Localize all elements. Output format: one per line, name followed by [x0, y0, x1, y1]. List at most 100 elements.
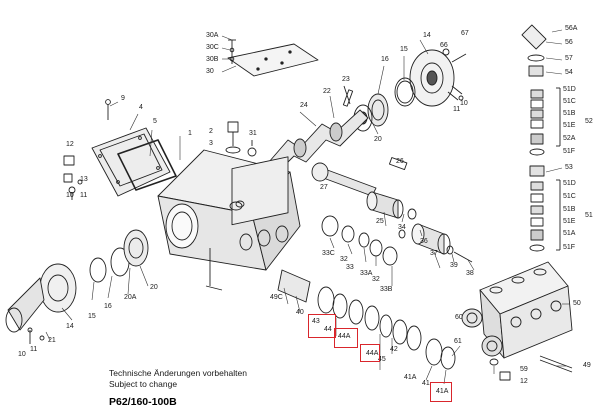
callout-31: 31 [249, 130, 257, 137]
callout-38: 38 [466, 270, 474, 277]
notice-german: Technische Änderungen vorbehalten [109, 368, 247, 378]
cover-plate-drawing [227, 39, 319, 77]
oil-fill-parts-drawing [225, 121, 257, 211]
callout-27: 27 [320, 184, 328, 191]
callout-26: 26 [396, 158, 404, 165]
valve-stack-drawing [521, 24, 561, 252]
callout-32-b: 32 [372, 276, 380, 283]
callout-11-top: 11 [453, 106, 461, 113]
callout-23: 23 [342, 76, 350, 83]
bearing-flange-drawing [394, 48, 467, 107]
callout-9: 9 [121, 95, 125, 102]
callout-67: 67 [461, 30, 469, 37]
plunger-drawing [398, 223, 473, 263]
callout-16-top: 16 [381, 56, 389, 63]
callout-53: 53 [565, 164, 573, 171]
callout-24: 24 [300, 102, 308, 109]
callout-30B: 30B [206, 56, 219, 63]
pump-head-drawing [461, 261, 573, 381]
callout-10-top: 10 [460, 100, 468, 107]
callout-33A: 33A [360, 270, 373, 277]
callout-60: 60 [455, 314, 463, 321]
callout-11-bot: 11 [30, 346, 38, 353]
callout-4: 4 [139, 104, 143, 111]
callout-36: 36 [420, 238, 428, 245]
callout-13: 13 [80, 176, 88, 183]
callout-44A-b: 44A [366, 350, 379, 357]
highlight-box-44A-2 [360, 344, 380, 362]
callout-56A: 56A [565, 25, 578, 32]
callout-3: 3 [209, 140, 213, 147]
connecting-rod-drawing [311, 157, 408, 197]
callout-2: 2 [209, 128, 213, 135]
callout-51B-top: 51B [563, 110, 576, 117]
callout-44A-a: 44A [338, 333, 351, 340]
callout-51C-top: 51C [563, 98, 576, 105]
callout-10-left: 10 [66, 192, 74, 199]
callout-45: 45 [378, 356, 386, 363]
callout-12-left: 12 [66, 141, 74, 148]
callout-30: 30 [206, 68, 214, 75]
callout-49: 49 [583, 362, 591, 369]
callout-33B: 33B [380, 286, 393, 293]
callout-22: 22 [323, 88, 331, 95]
leader-lines [45, 29, 570, 385]
callout-43: 43 [312, 318, 320, 325]
callout-20: 20 [374, 136, 382, 143]
callout-11-left: 11 [80, 192, 88, 199]
callout-51E-bot: 51E [563, 218, 576, 225]
callout-5: 5 [153, 118, 157, 125]
callout-51D-top: 51D [563, 86, 576, 93]
callout-51E-top: 51E [563, 122, 576, 129]
crankcase-drawing [157, 149, 301, 291]
callout-14-bot: 14 [66, 323, 74, 330]
left-small-parts-drawing [63, 155, 83, 200]
callout-40: 40 [296, 309, 304, 316]
callout-42: 42 [390, 346, 398, 353]
callout-32-a: 32 [340, 256, 348, 263]
callout-49C: 49C [270, 294, 283, 301]
callout-16-bot: 16 [104, 303, 112, 310]
callout-1: 1 [188, 130, 192, 137]
callout-52A: 52A [563, 135, 576, 142]
callout-20-left: 20 [150, 284, 158, 291]
callout-34: 34 [398, 224, 406, 231]
crosshead-drawing [366, 191, 417, 220]
callout-41A-a: 41A [404, 374, 417, 381]
callout-57: 57 [565, 55, 573, 62]
highlight-box-44A [334, 328, 358, 348]
callout-50: 50 [573, 300, 581, 307]
callout-30C: 30C [206, 44, 219, 51]
highlight-box-43-44 [308, 314, 336, 338]
callout-10-bot: 10 [18, 351, 26, 358]
notice-english: Subject to change [109, 379, 178, 389]
callout-37: 37 [430, 250, 438, 257]
callout-25: 25 [376, 218, 384, 225]
callout-14-top: 14 [423, 32, 431, 39]
callout-52: 52 [585, 118, 593, 125]
side-bearing-cover-drawing [5, 229, 149, 344]
rear-cover-drawing [91, 99, 177, 197]
callout-39: 39 [450, 262, 458, 269]
callout-54: 54 [565, 69, 573, 76]
callout-51C-bot: 51C [563, 193, 576, 200]
callout-33: 33 [346, 264, 354, 271]
callout-41: 41 [422, 380, 430, 387]
model-number: P62/160-100B [109, 396, 177, 408]
callout-56: 56 [565, 39, 573, 46]
callout-51: 51 [585, 212, 593, 219]
callout-59: 59 [520, 366, 528, 373]
callout-51D-bot: 51D [563, 180, 576, 187]
callout-12-bot: 12 [520, 378, 528, 385]
seal-rings-drawing [277, 269, 456, 370]
highlight-box-41A [430, 382, 452, 402]
callout-15-bot: 15 [88, 313, 96, 320]
crankshaft-drawing [261, 85, 369, 181]
callout-51A: 51A [563, 230, 576, 237]
callout-66: 66 [440, 42, 448, 49]
callout-15-top: 15 [400, 46, 408, 53]
callout-51F-bot: 51F [563, 244, 576, 251]
callout-30A: 30A [206, 32, 219, 39]
